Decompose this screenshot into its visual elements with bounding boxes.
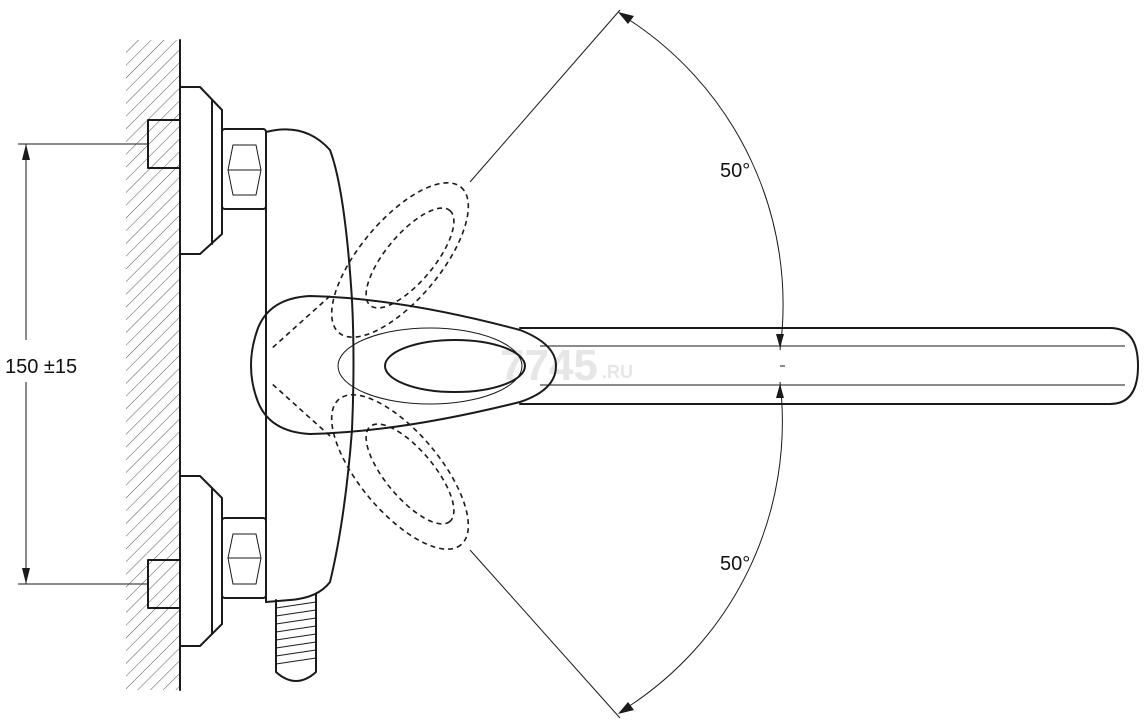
upper-arc-arrow-start — [618, 12, 634, 24]
upper-angle-label: 50° — [720, 160, 750, 182]
upper-angle-arc — [619, 13, 784, 351]
hose-outline — [275, 593, 317, 682]
lower-angle-arc — [619, 381, 783, 713]
lower-decor-cap — [179, 475, 223, 647]
lower-eccentric — [147, 475, 267, 647]
dimension-arrow-bottom — [22, 568, 30, 584]
hose-connector — [275, 593, 317, 682]
spout-outline — [519, 327, 1139, 405]
lower-nut-hex — [227, 533, 262, 585]
lever-inner-ring — [337, 327, 523, 405]
watermark: 7745 .RU — [500, 341, 633, 390]
lower-angle-label: 50° — [720, 553, 750, 575]
lever-handle — [250, 295, 557, 435]
upper-arc-arrow-end — [776, 334, 784, 348]
lever-up-outline — [330, 182, 470, 338]
watermark-suffix: .RU — [602, 362, 633, 382]
lever-up-slot — [365, 207, 455, 309]
mixer-body-outline — [265, 128, 355, 603]
lever-grip-slot — [384, 339, 526, 393]
lever-outline — [250, 295, 557, 435]
lower-arc-arrow-start — [776, 384, 784, 398]
upper-angle-leader — [469, 9, 621, 183]
lever-alt-positions — [269, 182, 470, 550]
hose-thread — [275, 601, 317, 665]
spacing-dimension: 150 ±15 — [5, 143, 148, 585]
lever-down-outline — [330, 394, 470, 550]
wall — [126, 39, 181, 691]
lower-angle-leader — [469, 549, 621, 719]
angle-dimensions: 50° 50° — [469, 9, 785, 719]
dimension-arrow-top — [22, 144, 30, 160]
mixer-body — [265, 128, 355, 603]
wall-hatch — [126, 40, 180, 690]
lower-arc-arrow-end — [618, 702, 634, 714]
spout — [519, 327, 1139, 405]
lever-down-slot — [365, 423, 455, 525]
spacing-label: 150 ±15 — [5, 356, 77, 378]
upper-decor-cap — [179, 86, 223, 255]
